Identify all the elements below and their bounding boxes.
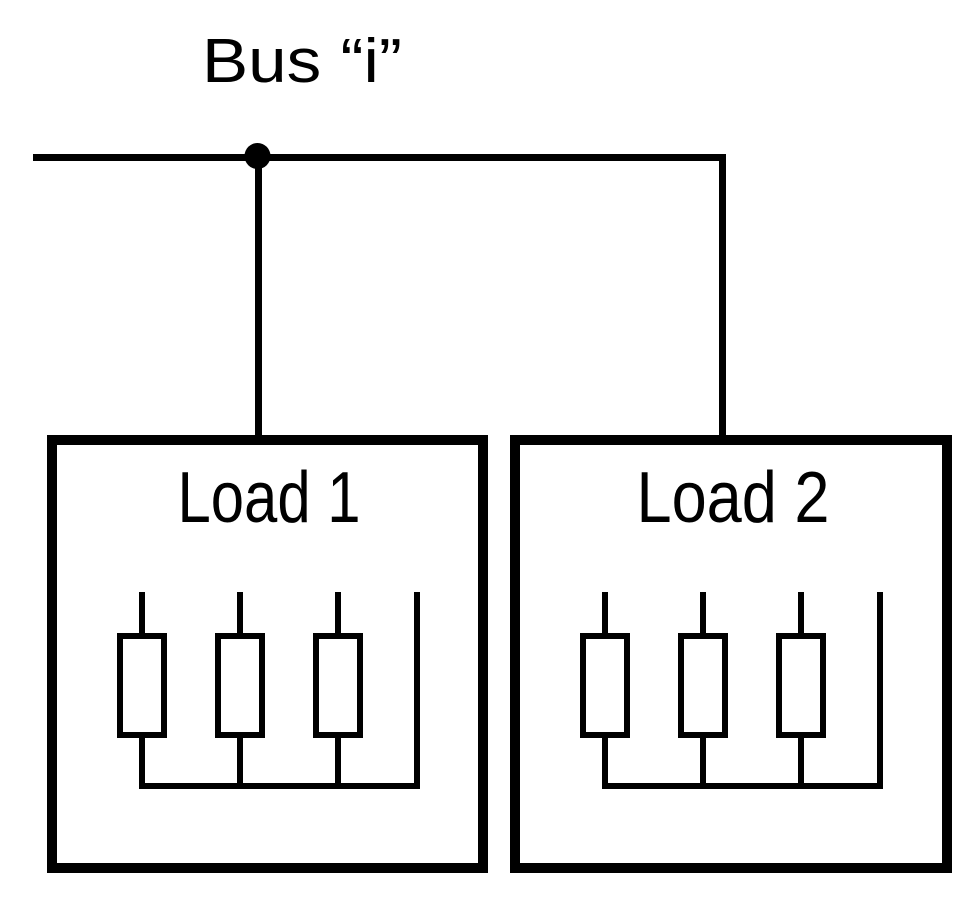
load2-label: Load 2	[637, 458, 830, 538]
bus-label: Bus “i”	[202, 27, 402, 96]
load1-label: Load 1	[178, 458, 361, 538]
bus-line	[33, 154, 726, 441]
wiring-layer	[33, 143, 952, 873]
labels-layer: Bus “i” Load 1 Load 2	[178, 27, 830, 538]
bus-junction-dot	[244, 143, 271, 169]
